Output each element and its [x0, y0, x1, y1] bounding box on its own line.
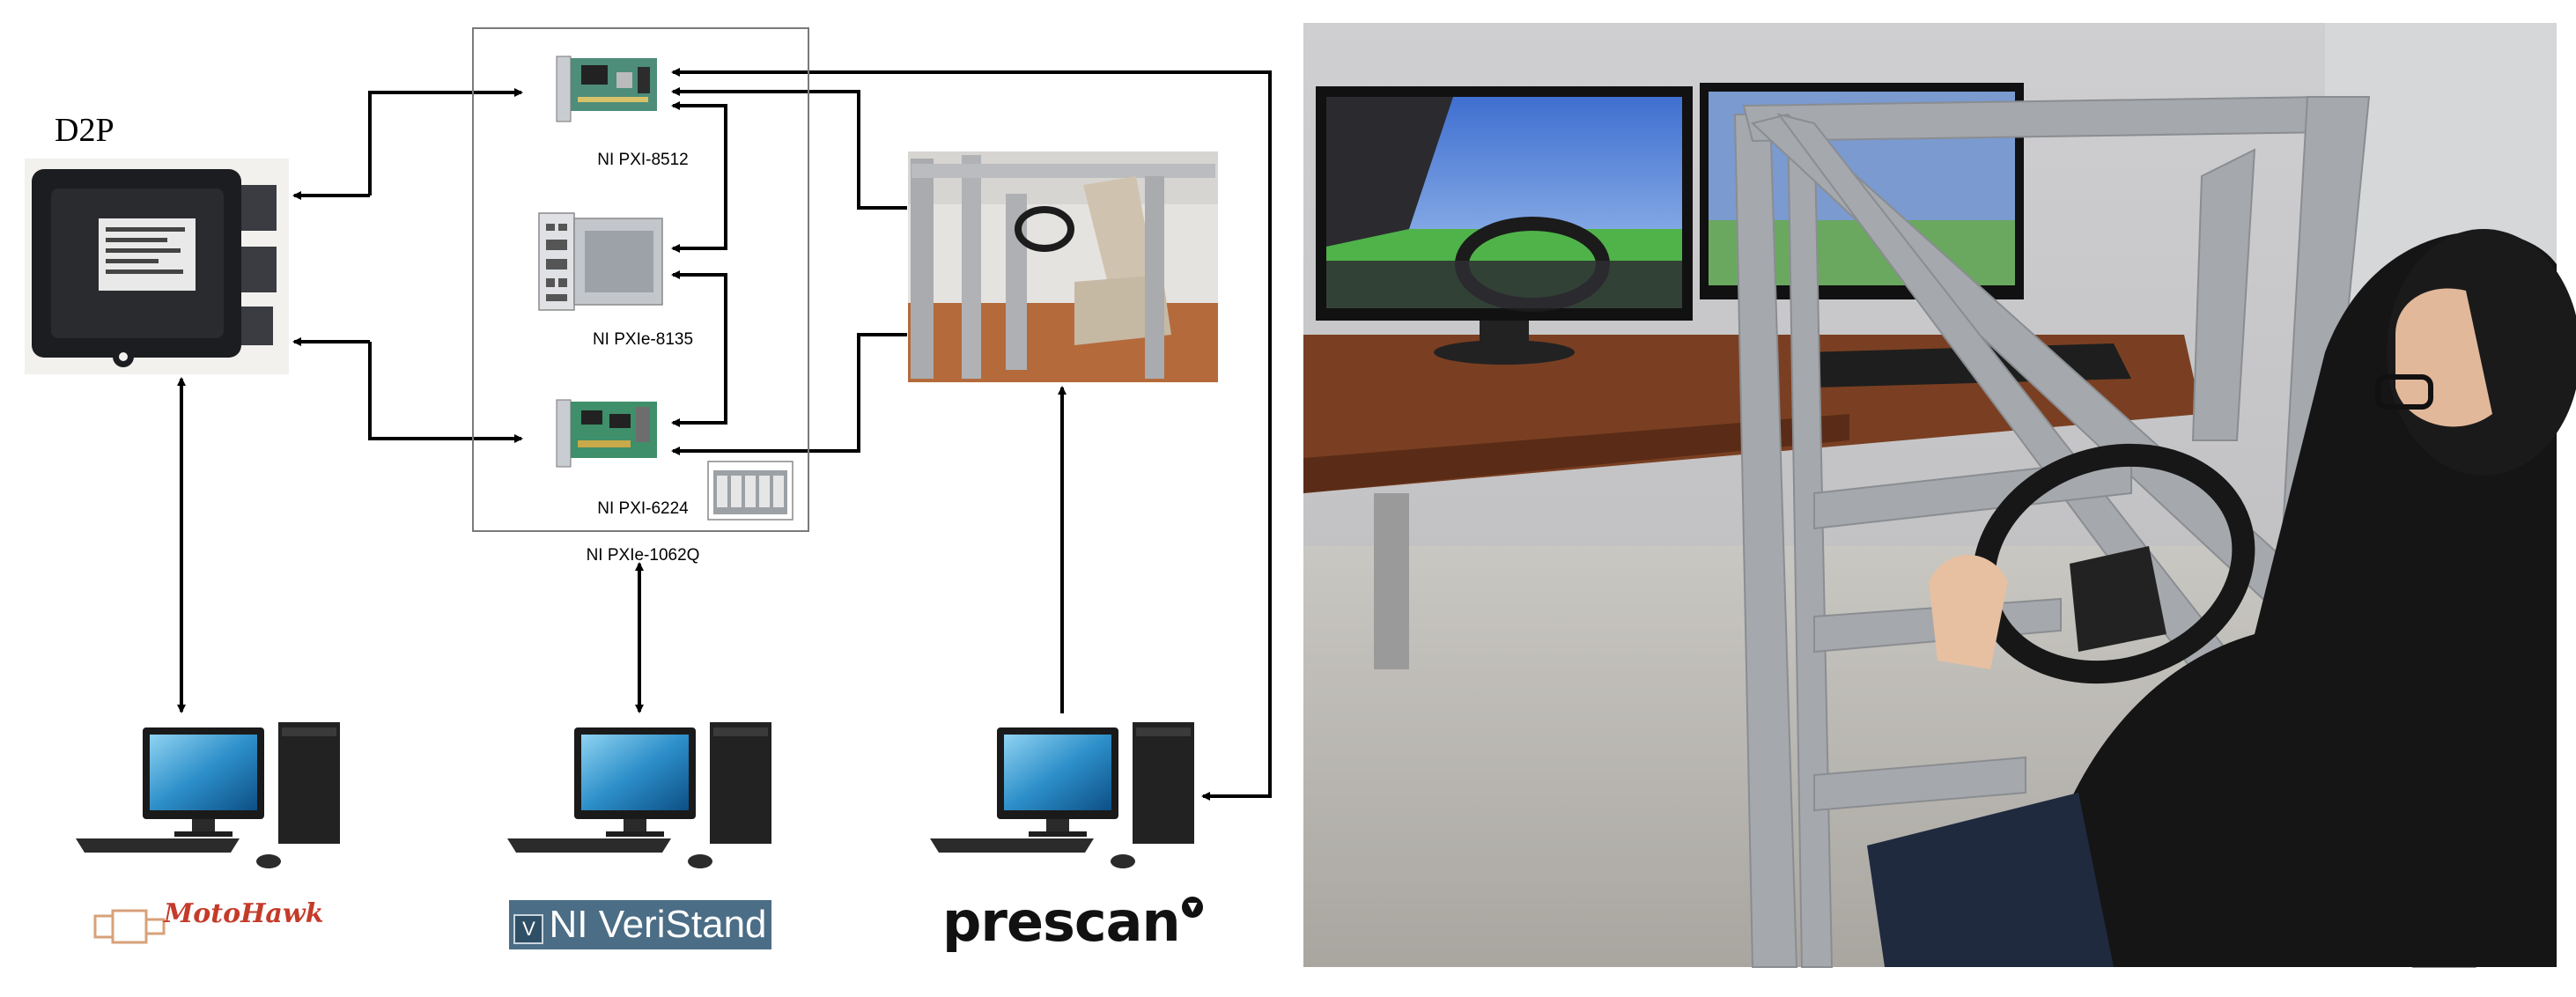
- driving-simulator-photo-small: [908, 151, 1218, 382]
- pxi-card-pxi8512-icon: [555, 55, 661, 123]
- chassis-label: NI PXIe-1062Q: [586, 546, 700, 565]
- prescan-logo-text: prescan: [942, 890, 1181, 954]
- desktop-computer-icon-motohawk: [76, 722, 340, 868]
- card-pxi8512-label: NI PXI-8512: [597, 151, 689, 169]
- pxi-chassis-frame: [472, 27, 809, 532]
- motohawk-logo: MotoHawk: [88, 897, 335, 949]
- ecu-module-icon: [25, 159, 289, 374]
- desktop-computer-icon-prescan: [930, 722, 1194, 868]
- veristand-logo-text: NI VeriStand: [549, 903, 767, 946]
- ni-mark-icon: V: [513, 914, 544, 944]
- prescan-badge-icon: ▼: [1181, 897, 1203, 918]
- card-pxi6224-label: NI PXI-6224: [597, 499, 689, 518]
- connection-arrows: [177, 68, 1272, 801]
- ecu-label: D2P: [55, 112, 114, 149]
- pxi-card-pxie8135-icon: [537, 211, 668, 314]
- desktop-computer-icon-veristand: [507, 722, 771, 868]
- motohawk-mark-icon: [93, 909, 166, 944]
- pxi-card-pxi6224-icon: [555, 398, 661, 470]
- prescan-logo: prescan▼: [942, 890, 1207, 954]
- card-pxie8135-label: NI PXIe-8135: [592, 330, 694, 349]
- driver-in-simulator-photo: [1303, 23, 2576, 968]
- motohawk-logo-text: MotoHawk: [164, 898, 324, 929]
- pxi-chassis-icon: [707, 461, 793, 521]
